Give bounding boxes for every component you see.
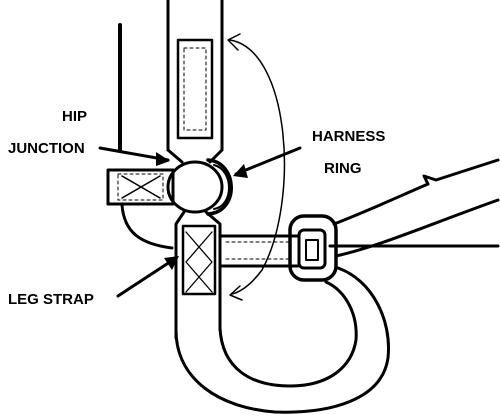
arrow-head-icon: [229, 285, 243, 301]
upper-strap: [166, 0, 224, 164]
arrow-head-icon: [233, 164, 248, 178]
label-harness-line1: HARNESS: [312, 128, 385, 145]
arrow-head-icon: [422, 158, 500, 186]
arrow-head-icon: [164, 256, 179, 270]
horizontal-strap: [218, 234, 300, 268]
arrow-head-icon: [227, 33, 241, 51]
pointer-hip: [98, 146, 170, 166]
buckle: [288, 214, 338, 282]
label-harness-line2: RING: [324, 160, 362, 177]
label-leg-strap: LEG STRAP: [8, 291, 94, 308]
hip-strap: [106, 168, 175, 250]
leg-strap: [174, 210, 391, 414]
label-hip-line1: HIP: [62, 108, 87, 125]
harness-ring: [206, 158, 233, 216]
pointer-harness: [233, 146, 302, 178]
leg-strap-stitch-box: [181, 224, 217, 296]
harness-ring-inner: [213, 164, 230, 210]
upper-strap-stitch-inner: [183, 47, 207, 131]
arrow-head-icon: [156, 152, 170, 166]
upper-strap-stitch-box: [176, 38, 214, 140]
pointer-leg: [116, 256, 179, 298]
hip-junction: [166, 160, 224, 214]
motion-arrow: [227, 33, 286, 301]
diagonal-strap: [332, 158, 500, 258]
label-hip-line2: JUNCTION: [8, 140, 85, 157]
